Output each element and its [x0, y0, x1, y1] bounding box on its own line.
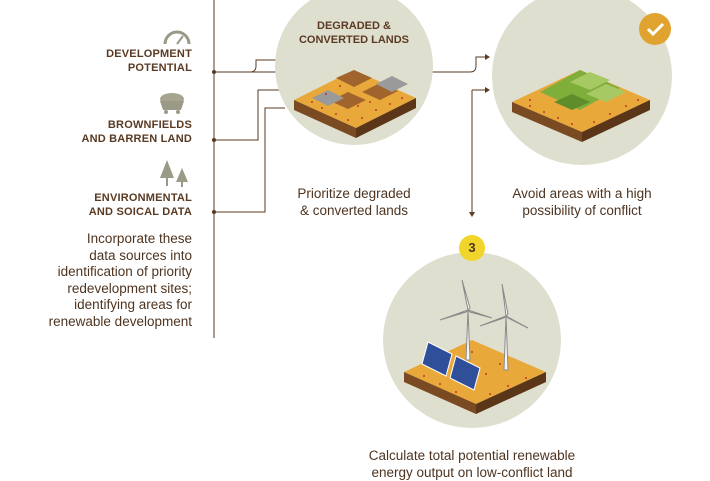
category-environmental-social: ENVIRONMENTAL AND SOICAL DATA [88, 192, 192, 218]
step1-caption: Prioritize degraded & converted lands [297, 186, 411, 218]
renewable-energy-block [404, 280, 546, 414]
mine-cart-icon [156, 92, 188, 119]
wind-turbine-icon [439, 280, 529, 371]
checkmark-badge [639, 13, 671, 45]
step1-title: DEGRADED & CONVERTED LANDS [298, 20, 409, 46]
step3-badge: 3 [459, 235, 485, 261]
conflict-land-block [512, 70, 650, 142]
gauge-icon [162, 30, 192, 51]
category-brownfields: BROWNFIELDS AND BARREN LAND [81, 119, 192, 145]
step3-caption: Calculate total potential renewable ener… [368, 448, 576, 480]
step2-caption: Avoid areas with a high possibility of c… [512, 186, 652, 218]
trees-icon [157, 158, 191, 193]
category-development-potential: DEVELOPMENT POTENTIAL [106, 48, 192, 74]
left-description: Incorporate these data sources into iden… [48, 231, 192, 329]
degraded-land-block [294, 70, 416, 138]
solar-panel-icon [421, 341, 481, 391]
